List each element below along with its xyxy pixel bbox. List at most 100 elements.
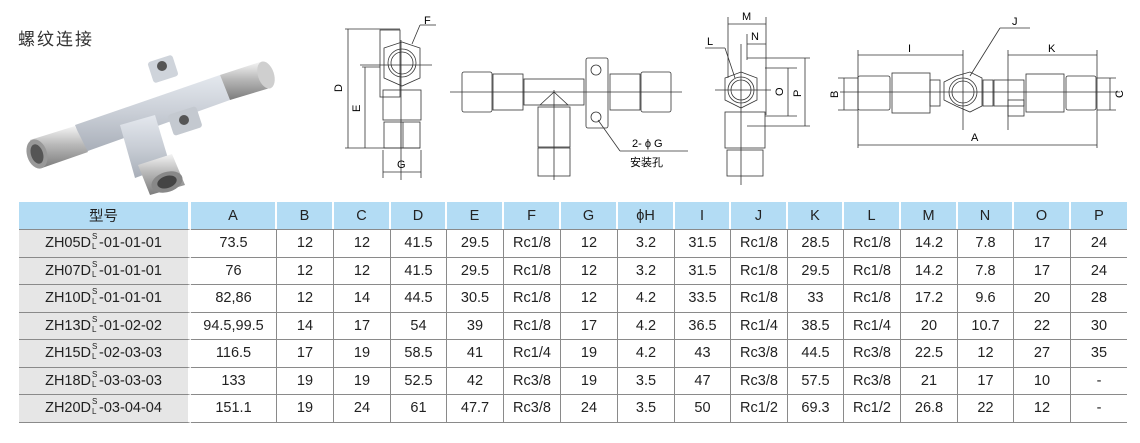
value-cell: 20 <box>901 311 958 339</box>
column-header-model: 型号 <box>19 202 191 229</box>
suffix-upper: S <box>92 232 98 242</box>
label-I: I <box>908 43 911 55</box>
value-cell: 21 <box>901 366 958 394</box>
value-cell: Rc1/8 <box>731 284 788 312</box>
value-cell: 36.5 <box>675 311 731 339</box>
value-cell: Rc1/2 <box>731 394 788 423</box>
value-cell: - <box>1071 366 1127 394</box>
value-cell: 12 <box>334 229 391 257</box>
value-cell: - <box>1071 394 1127 423</box>
value-cell: 17 <box>958 366 1014 394</box>
label-N: N <box>751 31 759 43</box>
model-code: -01-02-02 <box>99 317 162 334</box>
suffix-lower: L <box>92 324 97 334</box>
value-cell: 19 <box>561 339 618 367</box>
value-cell: 133 <box>191 366 277 394</box>
value-cell: 4.2 <box>618 311 675 339</box>
model-prefix: ZH05D <box>45 235 92 252</box>
value-cell: 19 <box>334 366 391 394</box>
value-cell: 31.5 <box>675 256 731 284</box>
value-cell: 30.5 <box>447 284 504 312</box>
value-cell: Rc3/8 <box>844 339 901 367</box>
value-cell: 116.5 <box>191 339 277 367</box>
label-E: E <box>351 105 363 112</box>
column-header: P <box>1071 202 1127 229</box>
value-cell: Rc1/8 <box>844 256 901 284</box>
value-cell: 57.5 <box>788 366 844 394</box>
value-cell: Rc1/4 <box>504 339 561 367</box>
suffix-upper: S <box>92 314 98 324</box>
value-cell: 12 <box>561 256 618 284</box>
suffix-lower: L <box>92 407 97 417</box>
value-cell: 4.2 <box>618 284 675 312</box>
model-code: -03-04-04 <box>99 400 162 417</box>
model-prefix: ZH18D <box>45 372 92 389</box>
value-cell: 41 <box>447 339 504 367</box>
value-cell: 17 <box>561 311 618 339</box>
value-cell: 31.5 <box>675 229 731 257</box>
value-cell: 14 <box>334 284 391 312</box>
value-cell: 29.5 <box>447 229 504 257</box>
column-header: N <box>958 202 1014 229</box>
column-header: M <box>901 202 958 229</box>
value-cell: 14 <box>277 311 334 339</box>
value-cell: 42 <box>447 366 504 394</box>
right-metal-fitting <box>220 61 275 100</box>
value-cell: 10 <box>1014 366 1071 394</box>
value-cell: 29.5 <box>447 256 504 284</box>
label-D: D <box>333 84 345 92</box>
value-cell: Rc1/8 <box>844 229 901 257</box>
value-cell: 54 <box>391 311 447 339</box>
value-cell: Rc1/4 <box>844 311 901 339</box>
value-cell: 14.2 <box>901 256 958 284</box>
value-cell: 50 <box>675 394 731 423</box>
column-header: J <box>731 202 788 229</box>
column-header: K <box>788 202 844 229</box>
value-cell: 3.5 <box>618 366 675 394</box>
value-cell: 24 <box>1071 256 1127 284</box>
model-prefix: ZH15D <box>45 345 92 362</box>
value-cell: 58.5 <box>391 339 447 367</box>
value-cell: 17 <box>1014 229 1071 257</box>
value-cell: 17 <box>334 311 391 339</box>
end-view-drawing: M N L O P <box>705 11 810 185</box>
label-A: A <box>971 132 979 144</box>
model-code: -01-01-01 <box>99 262 162 279</box>
value-cell: Rc1/8 <box>504 229 561 257</box>
model-code: -01-01-01 <box>99 235 162 252</box>
label-P: P <box>792 90 804 97</box>
value-cell: 41.5 <box>391 229 447 257</box>
value-cell: 22 <box>1014 311 1071 339</box>
model-code: -03-03-03 <box>99 372 162 389</box>
value-cell: Rc3/8 <box>844 366 901 394</box>
value-cell: 17 <box>1014 256 1071 284</box>
suffix-upper: S <box>92 369 98 379</box>
suffix-lower: L <box>92 242 97 252</box>
value-cell: 29.5 <box>788 256 844 284</box>
value-cell: 33.5 <box>675 284 731 312</box>
suffix-upper: S <box>92 287 98 297</box>
value-cell: 12 <box>277 284 334 312</box>
value-cell: 76 <box>191 256 277 284</box>
value-cell: 26.8 <box>901 394 958 423</box>
value-cell: 73.5 <box>191 229 277 257</box>
model-prefix: ZH20D <box>45 400 92 417</box>
column-header: I <box>675 202 731 229</box>
product-photo <box>26 55 275 195</box>
value-cell: 82,86 <box>191 284 277 312</box>
column-header: D <box>391 202 447 229</box>
value-cell: 12 <box>1014 394 1071 423</box>
section-title: 螺纹连接 <box>18 30 94 50</box>
column-header: B <box>277 202 334 229</box>
value-cell: 12 <box>334 256 391 284</box>
top-view-drawing: I J K A B C <box>829 16 1126 148</box>
value-cell: Rc3/8 <box>504 394 561 423</box>
value-cell: 24 <box>334 394 391 423</box>
